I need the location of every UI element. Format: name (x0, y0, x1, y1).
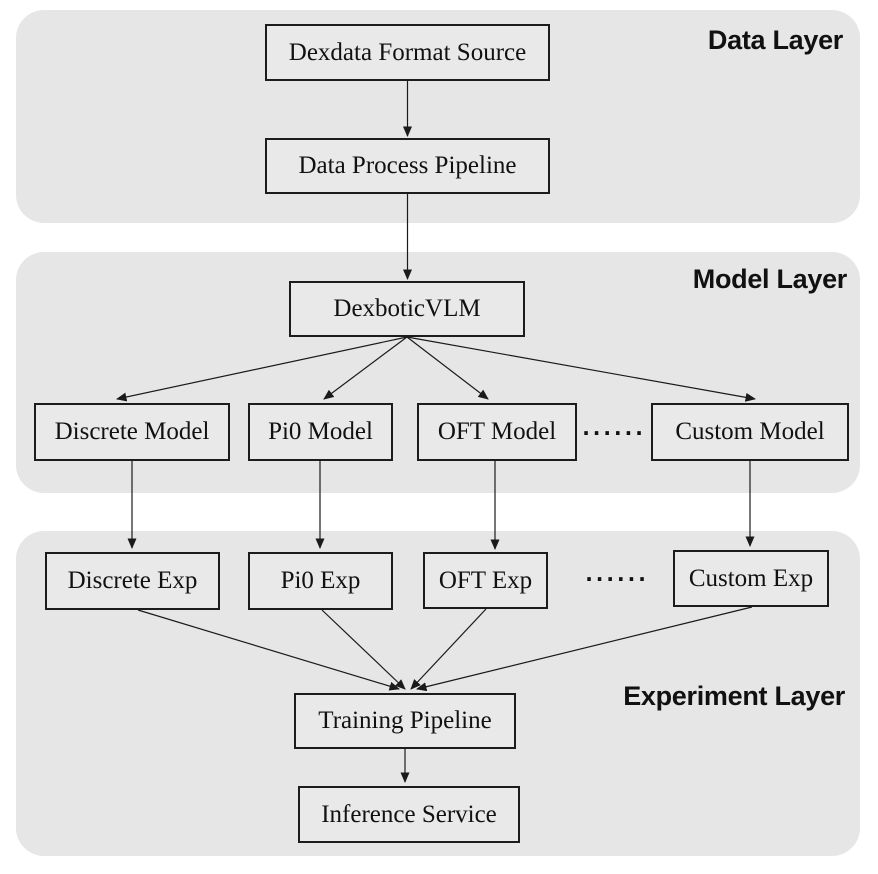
node-custom-exp: Custom Exp (673, 550, 829, 607)
node-custom-model: Custom Model (651, 403, 849, 461)
experiment-layer-label: Experiment Layer (623, 681, 845, 711)
node-dexbotic-vlm: DexboticVLM (289, 281, 525, 337)
model-row-ellipsis: ······ (582, 421, 646, 445)
node-data-process-pipeline: Data Process Pipeline (265, 138, 550, 194)
node-inference-service: Inference Service (298, 786, 520, 843)
node-pi0-exp: Pi0 Exp (248, 552, 393, 610)
node-dexdata-format-source: Dexdata Format Source (265, 24, 550, 81)
model-layer-label: Model Layer (692, 264, 848, 294)
node-discrete-model: Discrete Model (34, 403, 230, 461)
node-oft-model: OFT Model (417, 403, 577, 461)
node-pi0-model: Pi0 Model (248, 403, 393, 461)
data-layer-label: Data Layer (707, 25, 843, 55)
node-discrete-exp: Discrete Exp (45, 552, 220, 610)
node-training-pipeline: Training Pipeline (294, 693, 516, 749)
node-oft-exp: OFT Exp (423, 552, 548, 609)
experiment-row-ellipsis: ······ (585, 567, 649, 591)
